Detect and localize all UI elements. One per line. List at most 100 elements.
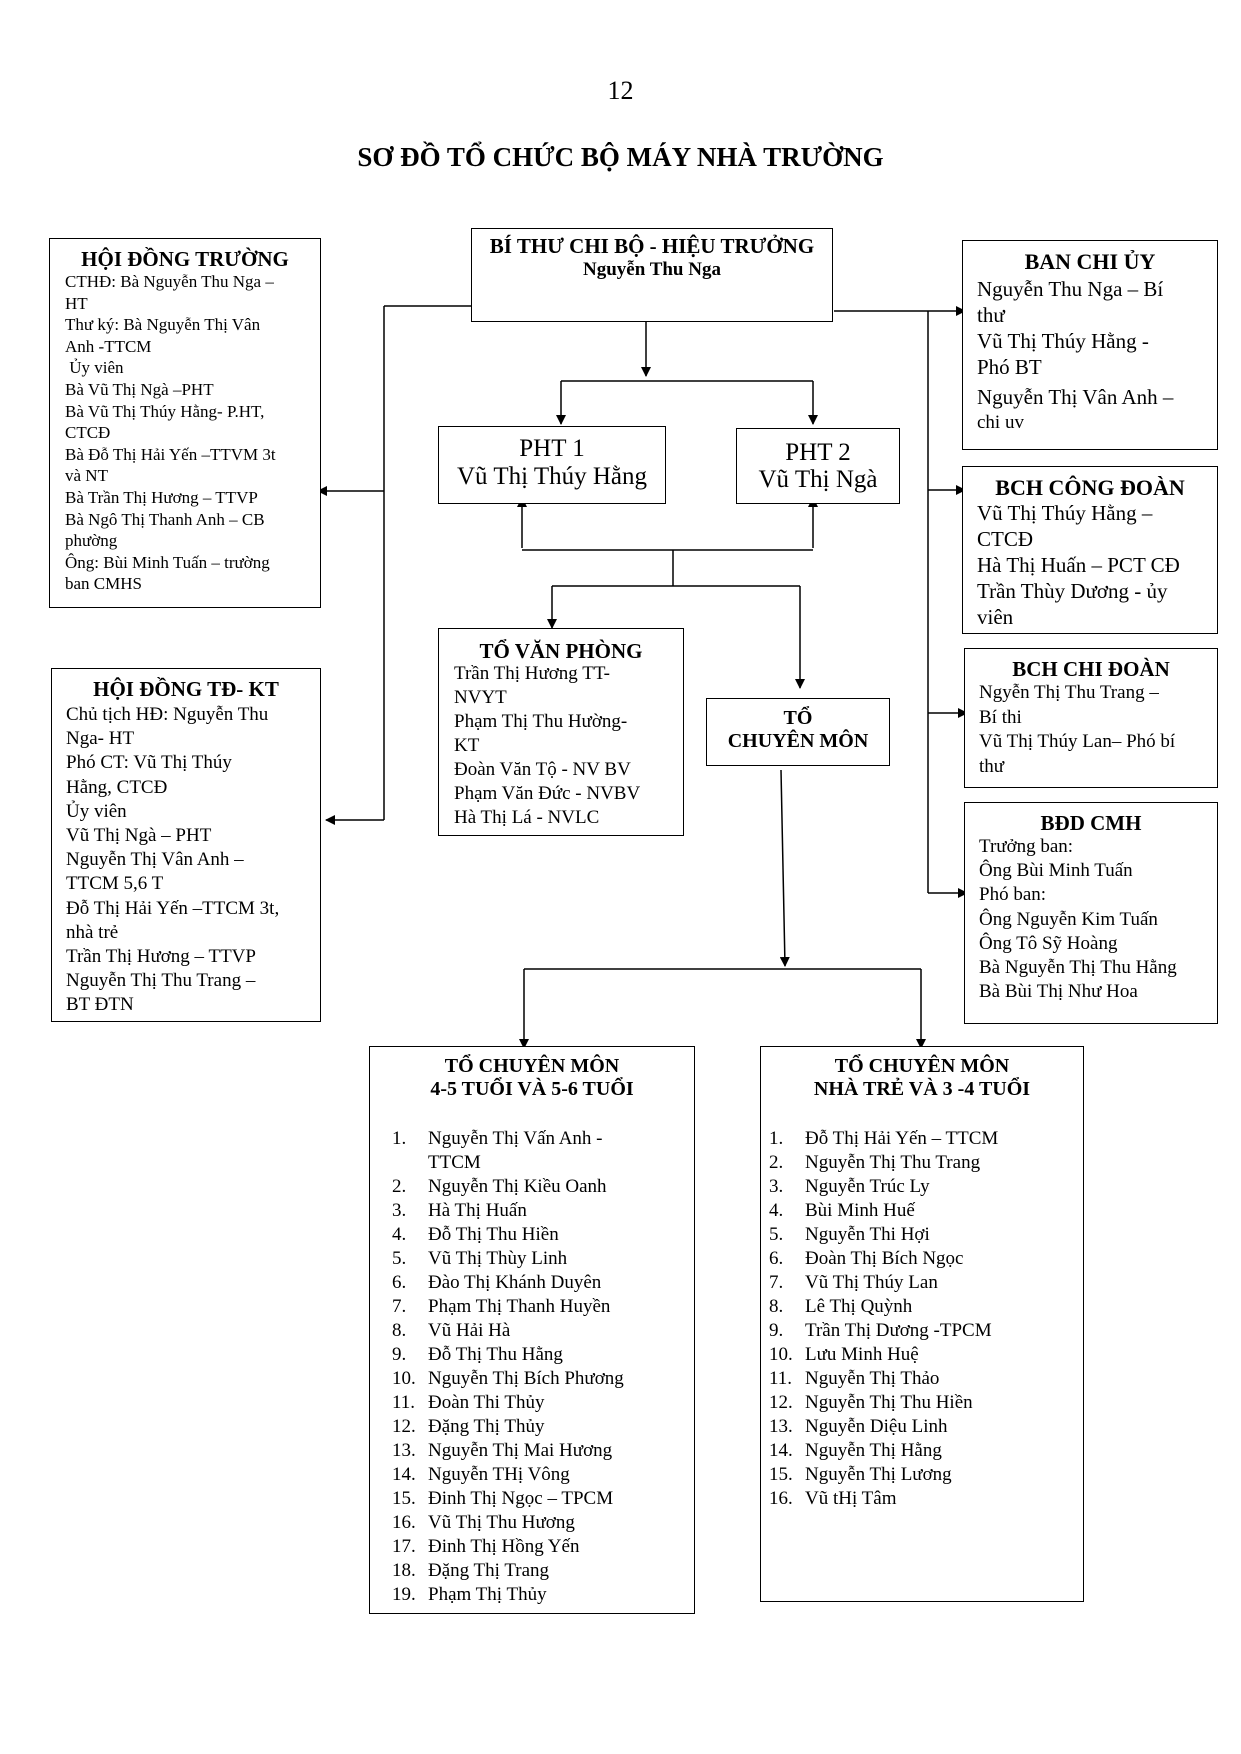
text-line: Bà Vũ Thị Thúy Hằng- P.HT, [65,401,265,421]
list-item-line: Trần Thị Dương -TPCM [805,1320,992,1341]
text-line: Ủy viên [66,800,127,822]
list-item-line: Nguyễn Thị Thu Trang [805,1152,981,1173]
text-line: Bí thi [979,706,1022,728]
principal-box: BÍ THƯ CHI BỘ - HIỆU TRƯỞNG Nguyễn Thu N… [471,228,833,322]
emulation-council-lines: Chủ tịch HĐ: Nguyễn Thu Nga- HT Phó CT: … [66,703,279,1018]
list-item-text: Phạm Thị Thủy [428,1583,547,1607]
text-line: Hà Thị Huấn – PCT CĐ [977,553,1180,577]
text-line: Phó CT: Vũ Thị Thúy [66,752,232,774]
list-item-number: 8. [392,1320,407,1341]
text-line: Ủy viên [65,358,124,378]
list-item-text: Vũ tHị Tâm [805,1487,896,1511]
text-line: Bà Bùi Thị Như Hoa [979,981,1138,1003]
list-item-line: Nguyễn Thi Hợi [805,1224,930,1245]
text-line: Vũ Thị Ngà – PHT [66,825,212,847]
list-item-line: Nguyễn Thị Hằng [805,1440,942,1461]
list-item-line: Vũ Thị Thúy Lan [805,1272,938,1293]
vice-principal-2-box: PHT 2 Vũ Thị Ngà [736,428,900,504]
list-item-text: Đỗ Thị Thu Hiền [428,1223,559,1247]
vice-principal-2-name: Vũ Thị Ngà [758,466,878,493]
office-team-lines: Trần Thị Hương TT- NVYT Phạm Thị Thu Hườ… [454,662,640,830]
list-item-number: 11. [769,1368,793,1389]
text-line: Trần Thị Hương TT- [454,663,611,684]
text-line: Phạm Văn Đức - NVBV [454,783,641,804]
text-line: thư [977,303,1005,327]
list-item-line: Đặng Thị Thủy [428,1416,545,1437]
list-item-number: 14. [769,1440,793,1461]
list-item-line: Nguyễn Thị Lương [805,1464,952,1485]
text-line: Đỗ Thị Hải Yến –TTCM 3t, [66,897,280,919]
professional-team-line2: CHUYÊN MÔN [727,730,869,752]
list-item-text: Nguyễn Thị Mai Hương [428,1439,612,1463]
team-nursery-subtitle: NHÀ TRẺ VÀ 3 -4 TUỔI [813,1078,1031,1100]
list-item-number: 7. [769,1272,784,1293]
list-item-text: Nguyễn Thị Thảo [805,1367,939,1391]
list-item-number: 18. [392,1560,416,1581]
list-item-line: Đặng Thị Trang [428,1560,550,1581]
text-line: thư [979,755,1005,777]
list-item-line: Vũ Thị Thùy Linh [428,1248,568,1269]
principal-title: BÍ THƯ CHI BỘ - HIỆU TRƯỞNG [489,234,815,258]
text-line: Trưởng ban: [979,836,1074,857]
text-line: viên [977,605,1014,629]
list-item-number: 13. [392,1440,416,1461]
text-line: KT [454,735,480,756]
list-item-number: 6. [769,1248,784,1269]
list-item-text: Nguyễn Thị Vấn Anh -TTCM [428,1127,603,1175]
list-item-number: 9. [769,1320,784,1341]
list-item-text: Vũ Thị Thu Hương [428,1511,575,1535]
list-item-text: Hà Thị Huấn [428,1199,527,1223]
list-item-number: 14. [392,1464,416,1485]
arrow-professional-down [779,769,790,967]
list-item-number: 2. [392,1176,407,1197]
text-line: Phó BT [977,355,1042,379]
list-item-line: Vũ Thị Thu Hương [428,1512,575,1533]
list-item-line: Vũ Hải Hà [428,1320,511,1341]
list-item-text: Đỗ Thị Hải Yến – TTCM [805,1127,998,1151]
parents-board-box: BĐD CMH Trưởng ban: Ông Bùi Minh Tuấn Ph… [964,802,1218,1024]
list-item-number: 13. [769,1416,793,1437]
professional-team-box: TỔ CHUYÊN MÔN [706,698,890,766]
list-item-line: Đào Thị Khánh Duyên [428,1272,602,1293]
list-item-number: 16. [392,1512,416,1533]
list-item-text: Đặng Thị Trang [428,1559,549,1583]
list-item-text: Nguyễn Thị Hằng [805,1439,942,1463]
team-nursery-title: TỔ CHUYÊN MÔN [834,1055,1010,1077]
parents-board-lines: Trưởng ban: Ông Bùi Minh Tuấn Phó ban: Ô… [979,835,1177,1004]
list-item-number: 15. [392,1488,416,1509]
text-line: Chủ tịch HĐ: Nguyễn Thu [66,704,269,725]
list-item-number: 3. [769,1176,784,1197]
list-item-text: Nguyễn Trúc Ly [805,1175,930,1199]
list-item-line: Lưu Minh Huệ [805,1344,919,1365]
list-item-number: 10. [769,1344,793,1365]
text-line: Nguyễn Thị Vân Anh – [977,385,1174,409]
text-line: Ngyễn Thị Thu Trang – [979,682,1159,703]
vice-principal-1-label: PHT 1 [519,435,585,462]
list-item-line: Nguyễn Diệu Linh [805,1416,948,1437]
list-item-line: Nguyễn Trúc Ly [805,1176,930,1197]
text-line: Bà Nguyễn Thị Thu Hằng [979,957,1177,979]
list-item-line: Lê Thị Quỳnh [805,1296,913,1317]
list-item-number: 5. [769,1224,784,1245]
list-item-number: 5. [392,1248,407,1269]
list-item-text: Vũ Thị Thùy Linh [428,1247,567,1271]
team-4-6-title: TỔ CHUYÊN MÔN [444,1055,620,1077]
emulation-council-box: HỘI ĐỒNG TĐ- KT Chủ tịch HĐ: Nguyễn Thu … [51,668,321,1022]
list-item-text: Lê Thị Quỳnh [805,1295,912,1319]
text-line: CTHĐ: Bà Nguyễn Thu Nga – [65,272,274,291]
list-item-number: 9. [392,1344,407,1365]
list-item-number: 12. [769,1392,793,1413]
list-item-line: Đinh Thị Hồng Yến [428,1536,580,1557]
team-nursery-box: TỔ CHUYÊN MÔN NHÀ TRẺ VÀ 3 -4 TUỔI 1.Đỗ … [760,1046,1084,1602]
list-item-number: 10. [392,1368,416,1389]
list-item-number: 15. [769,1464,793,1485]
text-line: NVYT [454,687,507,708]
list-item-text: Vũ Hải Hà [428,1319,510,1343]
text-line: Vũ Thị Thúy Lan– Phó bí [979,731,1176,752]
list-item-text: Đinh Thị Hồng Yến [428,1535,579,1559]
text-line: phường [65,531,118,551]
text-line: CTCĐ [65,423,111,443]
text-line: Ông Nguyễn Kim Tuấn [979,908,1158,930]
text-line: HT [65,293,88,313]
text-line: Bà Trần Thị Hương – TTVP [65,487,258,507]
